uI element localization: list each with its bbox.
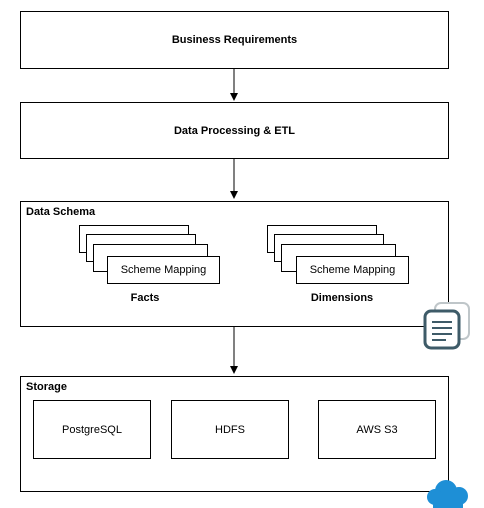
facts-card-label: Scheme Mapping <box>120 264 207 276</box>
storage-aws-s3-label: AWS S3 <box>356 423 398 436</box>
storage-hdfs-label: HDFS <box>215 423 245 436</box>
dimensions-label: Dimensions <box>310 292 374 304</box>
business-requirements-label: Business Requirements <box>171 34 298 46</box>
facts-label: Facts <box>130 292 160 304</box>
dimensions-card-label: Scheme Mapping <box>309 264 396 276</box>
storage-aws-s3: AWS S3 <box>318 400 436 459</box>
storage-postgresql: PostgreSQL <box>33 400 151 459</box>
storage-title: Storage <box>26 381 67 393</box>
data-schema-title: Data Schema <box>26 206 96 218</box>
document-stack-icon[interactable] <box>421 300 473 352</box>
business-requirements-box: Business Requirements <box>20 11 449 69</box>
storage-postgresql-label: PostgreSQL <box>62 423 122 436</box>
facts-scheme-mapping-card: Scheme Mapping <box>107 256 220 284</box>
dimensions-scheme-mapping-card: Scheme Mapping <box>296 256 409 284</box>
storage-hdfs: HDFS <box>171 400 289 459</box>
cloud-icon[interactable] <box>424 478 472 508</box>
data-processing-label: Data Processing & ETL <box>173 124 296 137</box>
data-processing-box: Data Processing & ETL <box>20 102 449 159</box>
